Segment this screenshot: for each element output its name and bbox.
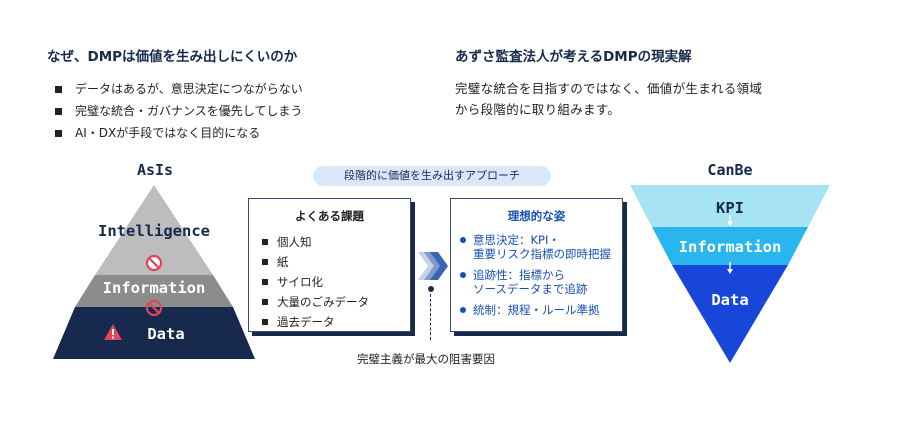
list-item: 追跡性：指標から ソースデータまで追跡 xyxy=(460,268,622,296)
canbe-layer-middle xyxy=(652,227,808,265)
list-item: 大量のごみデータ xyxy=(262,292,410,312)
approach-label: 段階的に価値を生み出すアプローチ xyxy=(313,166,551,186)
arrow-down-icon xyxy=(727,262,733,274)
list-item: AI・DXが手段ではなく目的になる xyxy=(55,122,303,144)
square-bullet-icon xyxy=(262,259,268,265)
square-bullet-icon xyxy=(55,107,62,115)
list-item: 紙 xyxy=(262,252,410,272)
dashed-connector-line xyxy=(430,294,431,340)
prohibit-icon xyxy=(145,299,163,317)
list-item: 個人知 xyxy=(262,232,410,252)
prohibit-icon xyxy=(145,254,163,272)
list-item: 統制：規程・ルール準拠 xyxy=(460,303,622,317)
list-item: 完璧な統合・ガバナンスを優先してしまう xyxy=(55,100,303,122)
canbe-layer-label-information: Information xyxy=(678,238,782,256)
square-bullet-icon xyxy=(262,319,268,325)
asis-pyramid xyxy=(53,185,255,359)
asis-layer-middle xyxy=(75,275,233,307)
list-item: データはあるが、意思決定につながらない xyxy=(55,78,303,100)
canbe-title: CanBe xyxy=(707,161,753,179)
canbe-layer-top xyxy=(630,185,830,227)
asis-layer-label-information: Information xyxy=(102,279,206,297)
common-issues-card: よくある課題 個人知 紙 サイロ化 大量のごみデータ 過去データ xyxy=(248,198,411,332)
left-bullet-list: データはあるが、意思決定につながらない 完璧な統合・ガバナンスを優先してしまう … xyxy=(55,78,303,144)
list-item: サイロ化 xyxy=(262,272,410,292)
ideal-state-card: 理想的な姿 意思決定：KPI・ 重要リスク指標の即時把握 追跡性：指標から ソー… xyxy=(450,198,623,332)
square-bullet-icon xyxy=(262,299,268,305)
list-item: 過去データ xyxy=(262,312,410,332)
right-heading: あずさ監査法人が考えるDMPの現実解 xyxy=(455,49,692,65)
ideal-state-title: 理想的な姿 xyxy=(507,209,566,223)
asis-layer-top xyxy=(95,185,213,275)
canbe-layer-label-data: Data xyxy=(711,291,749,309)
asis-layer-bottom xyxy=(53,307,255,359)
square-bullet-icon xyxy=(55,129,62,137)
list-item: 意思決定：KPI・ 重要リスク指標の即時把握 xyxy=(460,233,622,261)
common-issues-list: 個人知 紙 サイロ化 大量のごみデータ 過去データ xyxy=(262,232,410,332)
left-heading: なぜ、DMPは価値を生み出しにくいのか xyxy=(47,49,298,65)
canbe-layer-label-kpi: KPI xyxy=(716,199,744,217)
common-issues-title: よくある課題 xyxy=(295,209,364,223)
square-bullet-icon xyxy=(262,239,268,245)
obstacle-caption: 完璧主義が最大の阻害要因 xyxy=(357,352,495,366)
asis-title: AsIs xyxy=(136,161,174,179)
square-bullet-icon xyxy=(262,279,268,285)
right-paragraph: 完璧な統合を目指すのではなく、価値が生まれる領域 から段階的に取り組みます。 xyxy=(455,81,763,117)
chevron-right-icon xyxy=(418,252,448,280)
canbe-inverted-pyramid xyxy=(630,185,830,363)
asis-layer-label-data: Data xyxy=(147,325,185,343)
square-bullet-icon xyxy=(55,85,62,93)
arrow-down-icon xyxy=(727,215,733,226)
canbe-layer-bottom xyxy=(672,265,788,363)
connector-dot xyxy=(428,286,434,292)
asis-layer-label-intelligence: Intelligence xyxy=(98,222,210,240)
ideal-state-list: 意思決定：KPI・ 重要リスク指標の即時把握 追跡性：指標から ソースデータまで… xyxy=(460,233,622,317)
warning-icon xyxy=(104,324,122,340)
